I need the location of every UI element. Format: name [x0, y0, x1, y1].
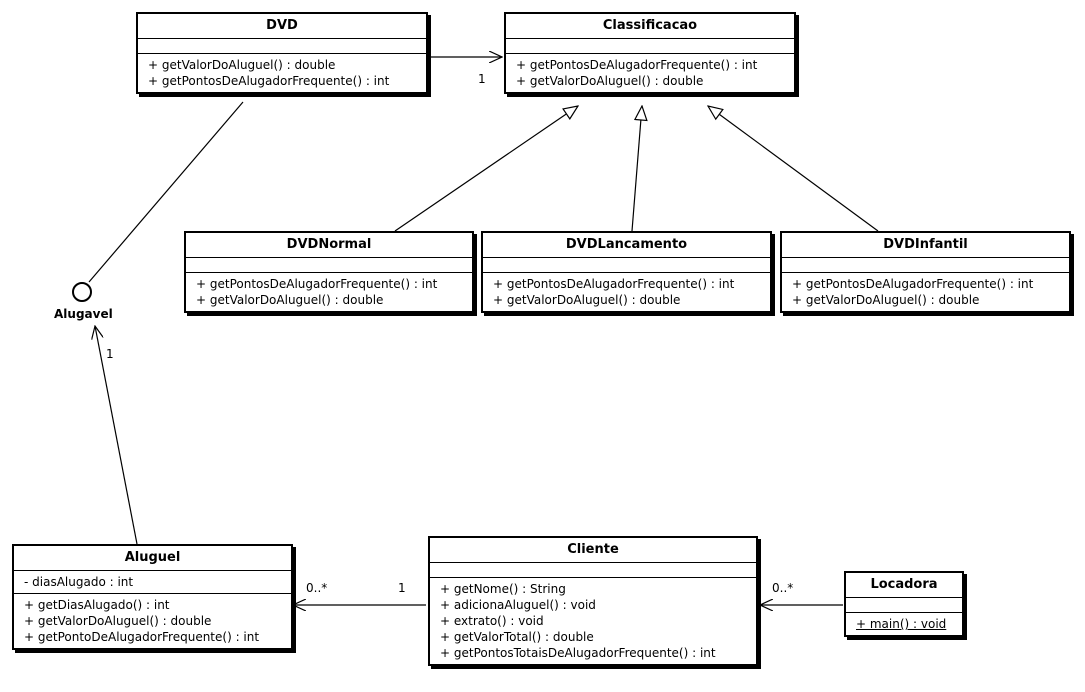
operation: + adicionaAluguel() : void — [440, 598, 596, 612]
operation: + main() : void — [856, 617, 947, 631]
operations-compartment: + getValorDoAluguel() : double + getPont… — [138, 54, 426, 92]
operations-compartment: + getPontosDeAlugadorFrequente() : int +… — [782, 273, 1069, 311]
class-name: Locadora — [846, 573, 962, 598]
operation: + getDiasAlugado() : int — [24, 598, 170, 612]
multiplicity-label: 1 — [398, 581, 406, 595]
multiplicity-label: 0..* — [772, 581, 794, 595]
operations-compartment: + main() : void — [846, 613, 962, 635]
operation: + getNome() : String — [440, 582, 566, 596]
operation: + getValorDoAluguel() : double — [493, 293, 681, 307]
operation: + getPontoDeAlugadorFrequente() : int — [24, 630, 260, 644]
attribute: - diasAlugado : int — [24, 575, 134, 589]
attributes-compartment — [782, 258, 1069, 273]
operation: + getPontosDeAlugadorFrequente() : int — [196, 277, 438, 291]
class-cliente[interactable]: Cliente + getNome() : String + adicionaA… — [428, 536, 758, 666]
aluguel-to-alugavel-association — [95, 326, 138, 545]
attributes-compartment — [506, 39, 794, 54]
multiplicity-label: 0..* — [306, 581, 328, 595]
class-locadora[interactable]: Locadora + main() : void — [844, 571, 964, 637]
operation: + getPontosDeAlugadorFrequente() : int — [516, 58, 758, 72]
class-dvdlancamento[interactable]: DVDLancamento + getPontosDeAlugadorFrequ… — [481, 231, 772, 313]
operations-compartment: + getPontosDeAlugadorFrequente() : int +… — [506, 54, 794, 92]
dvd-realizes-alugavel — [88, 101, 244, 283]
operations-compartment: + getPontosDeAlugadorFrequente() : int +… — [186, 273, 472, 311]
dvdlancamento-generalization — [631, 106, 642, 232]
class-name: DVD — [138, 14, 426, 39]
interface-name: Alugavel — [54, 307, 113, 321]
class-classificacao[interactable]: Classificacao + getPontosDeAlugadorFrequ… — [504, 12, 796, 94]
operations-compartment: + getDiasAlugado() : int + getValorDoAlu… — [14, 594, 291, 648]
attributes-compartment — [483, 258, 770, 273]
operation: + extrato() : void — [440, 614, 544, 628]
class-name: DVDNormal — [186, 233, 472, 258]
attributes-compartment — [138, 39, 426, 54]
class-name: Classificacao — [506, 14, 794, 39]
operation: + getValorDoAluguel() : double — [792, 293, 980, 307]
class-aluguel[interactable]: Aluguel - diasAlugado : int + getDiasAlu… — [12, 544, 293, 650]
class-dvd[interactable]: DVD + getValorDoAluguel() : double + get… — [136, 12, 428, 94]
operations-compartment: + getPontosDeAlugadorFrequente() : int +… — [483, 273, 770, 311]
class-dvdnormal[interactable]: DVDNormal + getPontosDeAlugadorFrequente… — [184, 231, 474, 313]
class-name: Aluguel — [14, 546, 291, 571]
operation: + getPontosDeAlugadorFrequente() : int — [148, 74, 390, 88]
attributes-compartment — [846, 598, 962, 613]
attributes-compartment — [430, 563, 756, 578]
operations-compartment: + getNome() : String + adicionaAluguel()… — [430, 578, 756, 664]
class-name: Cliente — [430, 538, 756, 563]
attributes-compartment — [186, 258, 472, 273]
operation: + getPontosDeAlugadorFrequente() : int — [493, 277, 735, 291]
multiplicity-label: 1 — [478, 72, 486, 86]
operation: + getValorDoAluguel() : double — [24, 614, 212, 628]
class-name: DVDLancamento — [483, 233, 770, 258]
operation: + getValorDoAluguel() : double — [196, 293, 384, 307]
operation: + getValorDoAluguel() : double — [148, 58, 336, 72]
class-name: DVDInfantil — [782, 233, 1069, 258]
operation: + getValorDoAluguel() : double — [516, 74, 704, 88]
operation: + getPontosTotaisDeAlugadorFrequente() :… — [440, 646, 716, 660]
multiplicity-label: 1 — [106, 347, 114, 361]
operation: + getValorTotal() : double — [440, 630, 594, 644]
attributes-compartment: - diasAlugado : int — [14, 571, 291, 594]
interface-circle-icon[interactable] — [72, 282, 92, 302]
dvdnormal-generalization — [394, 106, 578, 232]
dvdinfantil-generalization — [708, 106, 879, 232]
class-dvdinfantil[interactable]: DVDInfantil + getPontosDeAlugadorFrequen… — [780, 231, 1071, 313]
operation: + getPontosDeAlugadorFrequente() : int — [792, 277, 1034, 291]
